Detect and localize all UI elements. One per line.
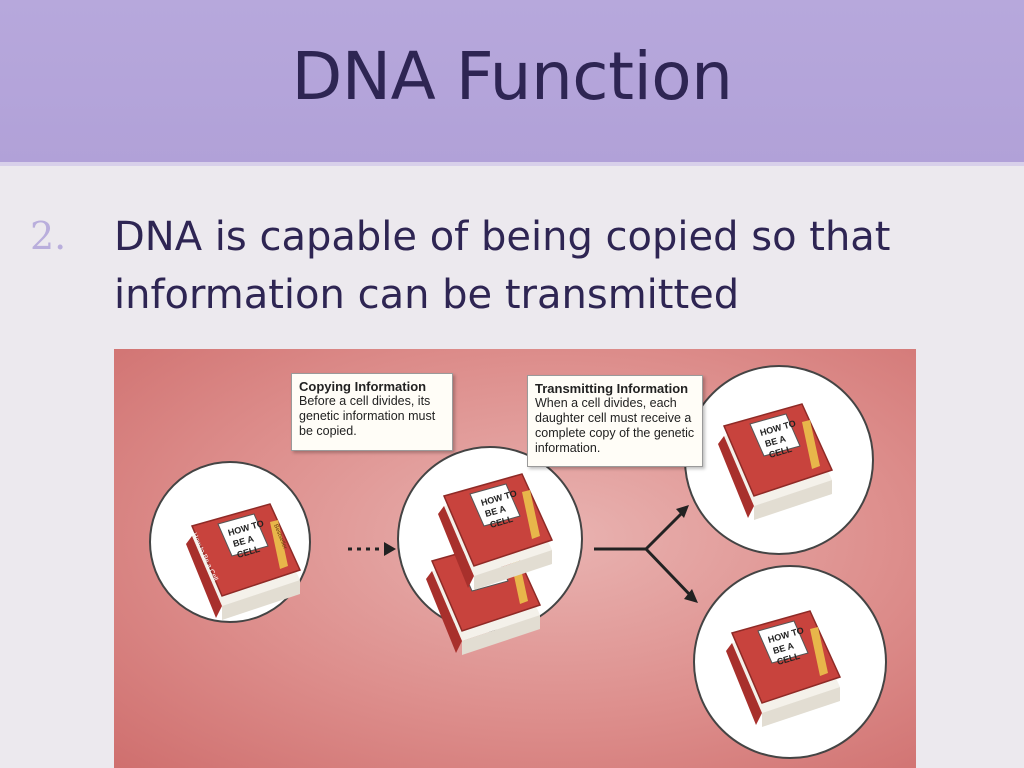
- transmitting-body: When a cell divides, each daughter cell …: [535, 396, 695, 455]
- copying-information-box: Copying Information Before a cell divide…: [291, 373, 453, 451]
- slide-title: DNA Function: [291, 38, 733, 115]
- book-copy-front: HOW TO BE A CELL: [437, 473, 553, 591]
- book-daughter-top: HOW TO BE A CELL: [717, 403, 833, 521]
- copying-heading: Copying Information: [299, 379, 427, 394]
- transmitting-heading: Transmitting Information: [535, 381, 689, 396]
- title-band: [0, 0, 1024, 166]
- illustration-canvas: HOW TO BE A CELL How to Be a Cell Bestse…: [149, 365, 887, 759]
- split-arrow: [594, 505, 698, 603]
- bullet-text: DNA is capable of being copied so that i…: [114, 214, 891, 318]
- dna-copy-illustration: HOW TO BE A CELL How to Be a Cell Bestse…: [114, 349, 916, 768]
- bullet-number: 2.: [30, 214, 67, 258]
- dotted-arrow: [348, 542, 396, 556]
- copying-body: Before a cell divides, its genetic infor…: [299, 394, 436, 438]
- transmitting-information-box: Transmitting Information When a cell div…: [527, 375, 703, 467]
- book-daughter-bottom: HOW TO BE A CELL: [725, 610, 841, 728]
